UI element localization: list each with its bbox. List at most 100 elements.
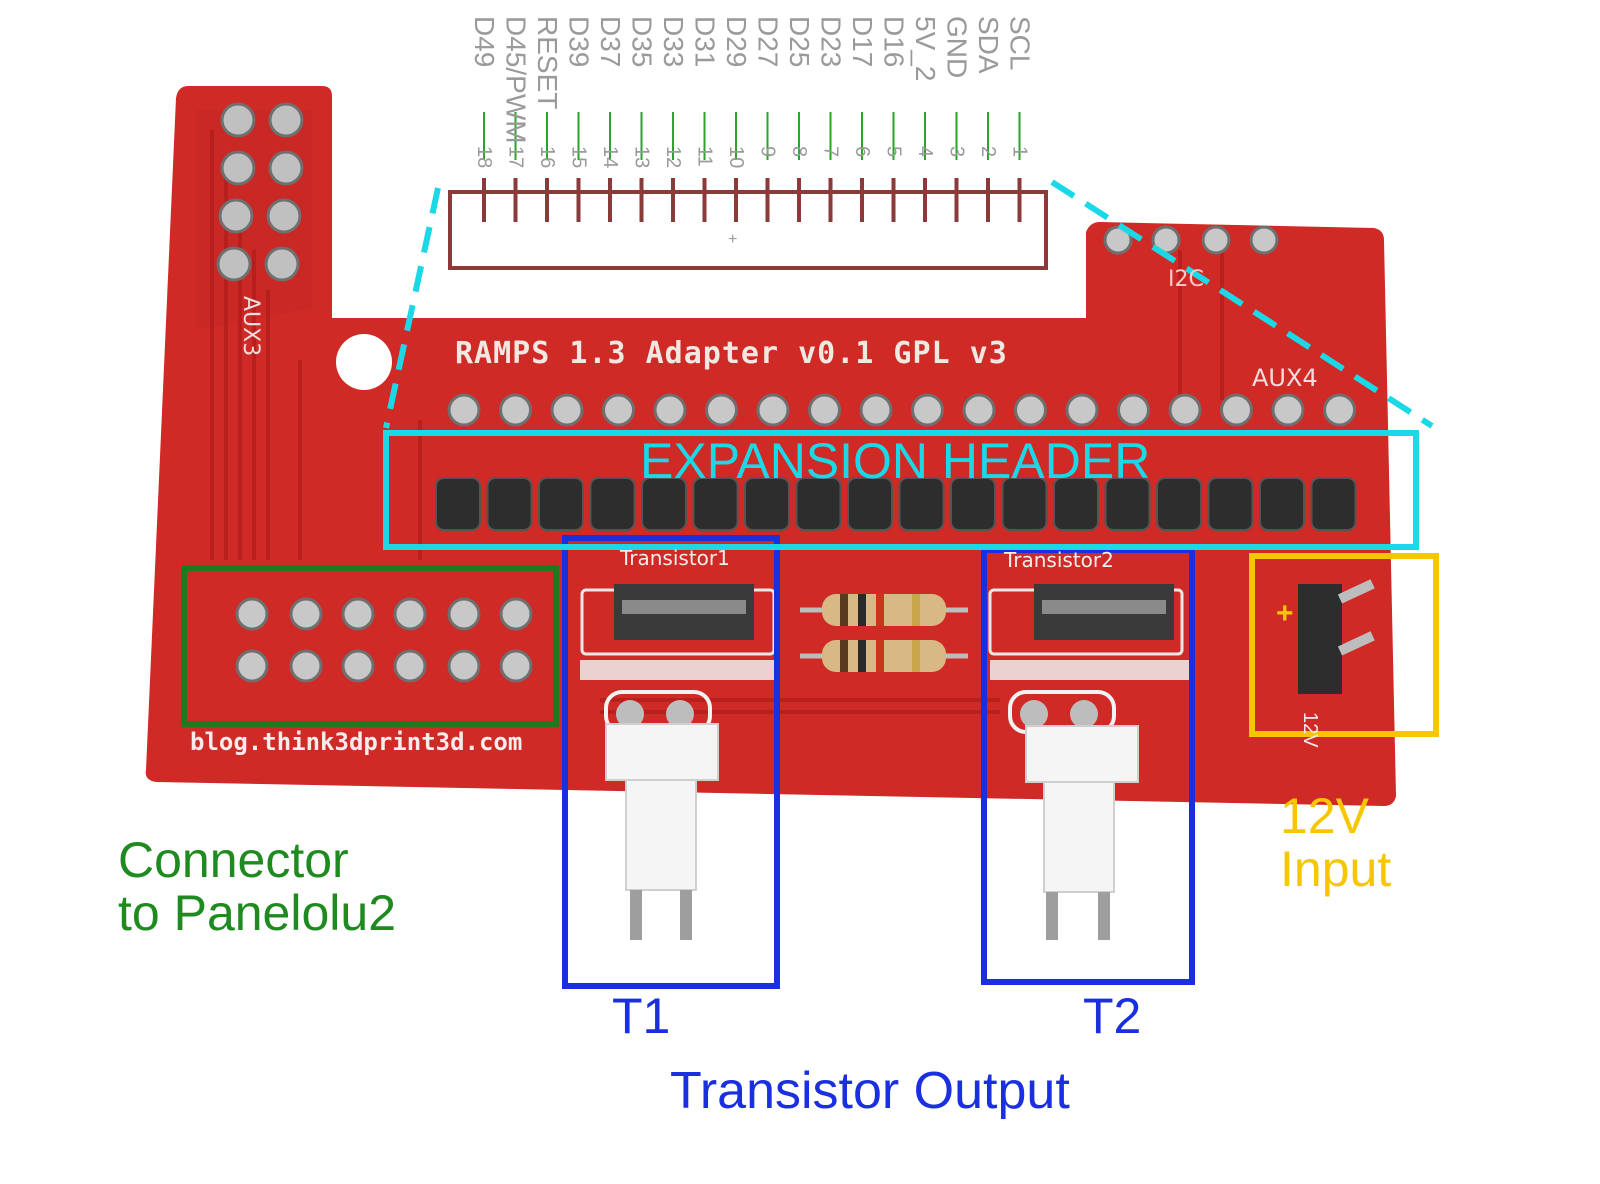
pin-name-label: D49 <box>469 16 500 68</box>
pin-number-label: 5 <box>882 146 905 158</box>
pin-name-label: D27 <box>752 16 784 68</box>
pin-name-label: D35 <box>626 16 658 68</box>
aux4-pad <box>447 393 481 427</box>
aux4-pad <box>550 393 584 427</box>
header-pin <box>744 477 790 531</box>
t1-label: T1 <box>612 988 671 1044</box>
i2c-label: I2C <box>1168 267 1204 292</box>
pin-name-label: D39 <box>563 16 595 68</box>
pin-number-label: 18 <box>473 146 495 169</box>
header-pin <box>1001 477 1048 531</box>
expansion-header-box <box>383 430 1419 550</box>
header-pin <box>847 477 893 531</box>
pin-name-label: D16 <box>878 16 910 68</box>
pin-number-label: 16 <box>536 146 558 169</box>
pin-name-label: D29 <box>721 16 752 68</box>
aux4-pad <box>499 393 532 427</box>
pin-name-label: D31 <box>689 16 721 68</box>
aux4-pad <box>1323 393 1356 427</box>
pin-name-label: RESET <box>532 16 563 110</box>
header-pin <box>795 477 842 531</box>
header-pin <box>898 477 945 531</box>
expansion-header-label: EXPANSION HEADER <box>640 433 1151 489</box>
board-title: RAMPS 1.3 Adapter v0.1 GPL v3 <box>455 336 1008 371</box>
pin-number-label: 2 <box>977 146 999 158</box>
connector-label-line2: to Panelolu2 <box>118 884 397 941</box>
svg-text:+: + <box>728 231 737 248</box>
aux3-header <box>216 102 304 282</box>
header-pin <box>1259 477 1305 531</box>
transistor-1 <box>580 584 776 656</box>
aux4-label: AUX4 <box>1252 364 1318 392</box>
header-pin <box>538 477 584 531</box>
pin-number-label: 4 <box>914 146 936 158</box>
power-input-header <box>1298 579 1375 694</box>
header-pin <box>486 477 533 531</box>
resistor-2 <box>800 640 968 672</box>
pin-name-label: D17 <box>847 16 878 68</box>
aux4-pad <box>962 393 996 427</box>
panelolu2-connector-box <box>181 565 559 727</box>
input-label: 12V Input <box>1280 790 1391 895</box>
aux4-pad <box>859 393 893 427</box>
transistor1-silkscreen: Transistor1 <box>620 546 730 570</box>
aux4-pads <box>447 393 1356 427</box>
output-connector-t1 <box>604 690 719 940</box>
pin-name-label: D45/PWM <box>500 16 532 144</box>
schematic-pin-lines <box>482 112 1022 222</box>
aux4-pad <box>1168 393 1202 427</box>
connector-label: Connector to Panelolu2 <box>118 834 396 939</box>
aux4-pad <box>1065 393 1099 427</box>
aux4-pad <box>1014 393 1047 427</box>
pin-name-label: SCL <box>1004 16 1036 71</box>
blog-url-label: blog.think3dprint3d.com <box>190 728 523 756</box>
pin-name-label: D33 <box>658 16 689 68</box>
pin-number-label: 6 <box>851 146 873 158</box>
aux4-pad <box>653 393 687 427</box>
t2-label: T2 <box>1083 988 1142 1044</box>
pin-name-label: D25 <box>784 16 815 68</box>
aux4-pad <box>756 393 790 427</box>
transistor-2 <box>988 584 1184 656</box>
pin-number-label: 13 <box>630 146 653 169</box>
pin-number-label: 11 <box>693 146 716 167</box>
t1-box <box>562 535 780 989</box>
pin-name-label: D23 <box>815 16 847 68</box>
pin-name-label: SDA <box>973 16 1004 74</box>
panelolu2-connector-pads <box>235 597 533 683</box>
board-12v-silkscreen: 12V <box>1299 712 1321 748</box>
aux4-pad <box>1271 393 1305 427</box>
transistor2-silkscreen: Transistor2 <box>1004 548 1114 572</box>
header-pin <box>641 477 687 531</box>
aux4-pad <box>1220 393 1253 427</box>
header-pin <box>1104 477 1151 531</box>
pin-number-label: 10 <box>725 146 747 169</box>
expansion-header-pins <box>435 477 1357 531</box>
header-pin <box>1053 477 1099 531</box>
aux4-pad <box>602 393 635 427</box>
pin-number-label: 15 <box>567 146 590 169</box>
resistor-1 <box>800 594 968 626</box>
pin-number-label: 12 <box>662 146 684 169</box>
pin-number-label: 7 <box>819 146 842 158</box>
pin-name-label: 5V_2 <box>910 16 941 82</box>
connector-label-line1: Connector <box>118 832 349 888</box>
header-pin <box>435 477 481 531</box>
aux4-pad <box>705 393 738 427</box>
pin-number-label: 1 <box>1008 146 1031 158</box>
header-pin <box>1156 477 1202 531</box>
pin-name-label: D37 <box>595 16 626 68</box>
transistor-output-label: Transistor Output <box>670 1062 1070 1120</box>
pin-number-label: 17 <box>504 146 527 169</box>
output-connector-t2 <box>1008 690 1139 940</box>
plus-marker: + <box>1276 597 1294 630</box>
pin-number-label: 9 <box>756 146 779 158</box>
aux4-pad <box>1117 393 1150 427</box>
input-label-line1: 12V <box>1280 788 1369 844</box>
12v-input-box <box>1249 553 1439 737</box>
header-pin <box>950 477 996 531</box>
pin-number-label: 3 <box>945 146 968 158</box>
header-pin <box>1310 477 1357 531</box>
